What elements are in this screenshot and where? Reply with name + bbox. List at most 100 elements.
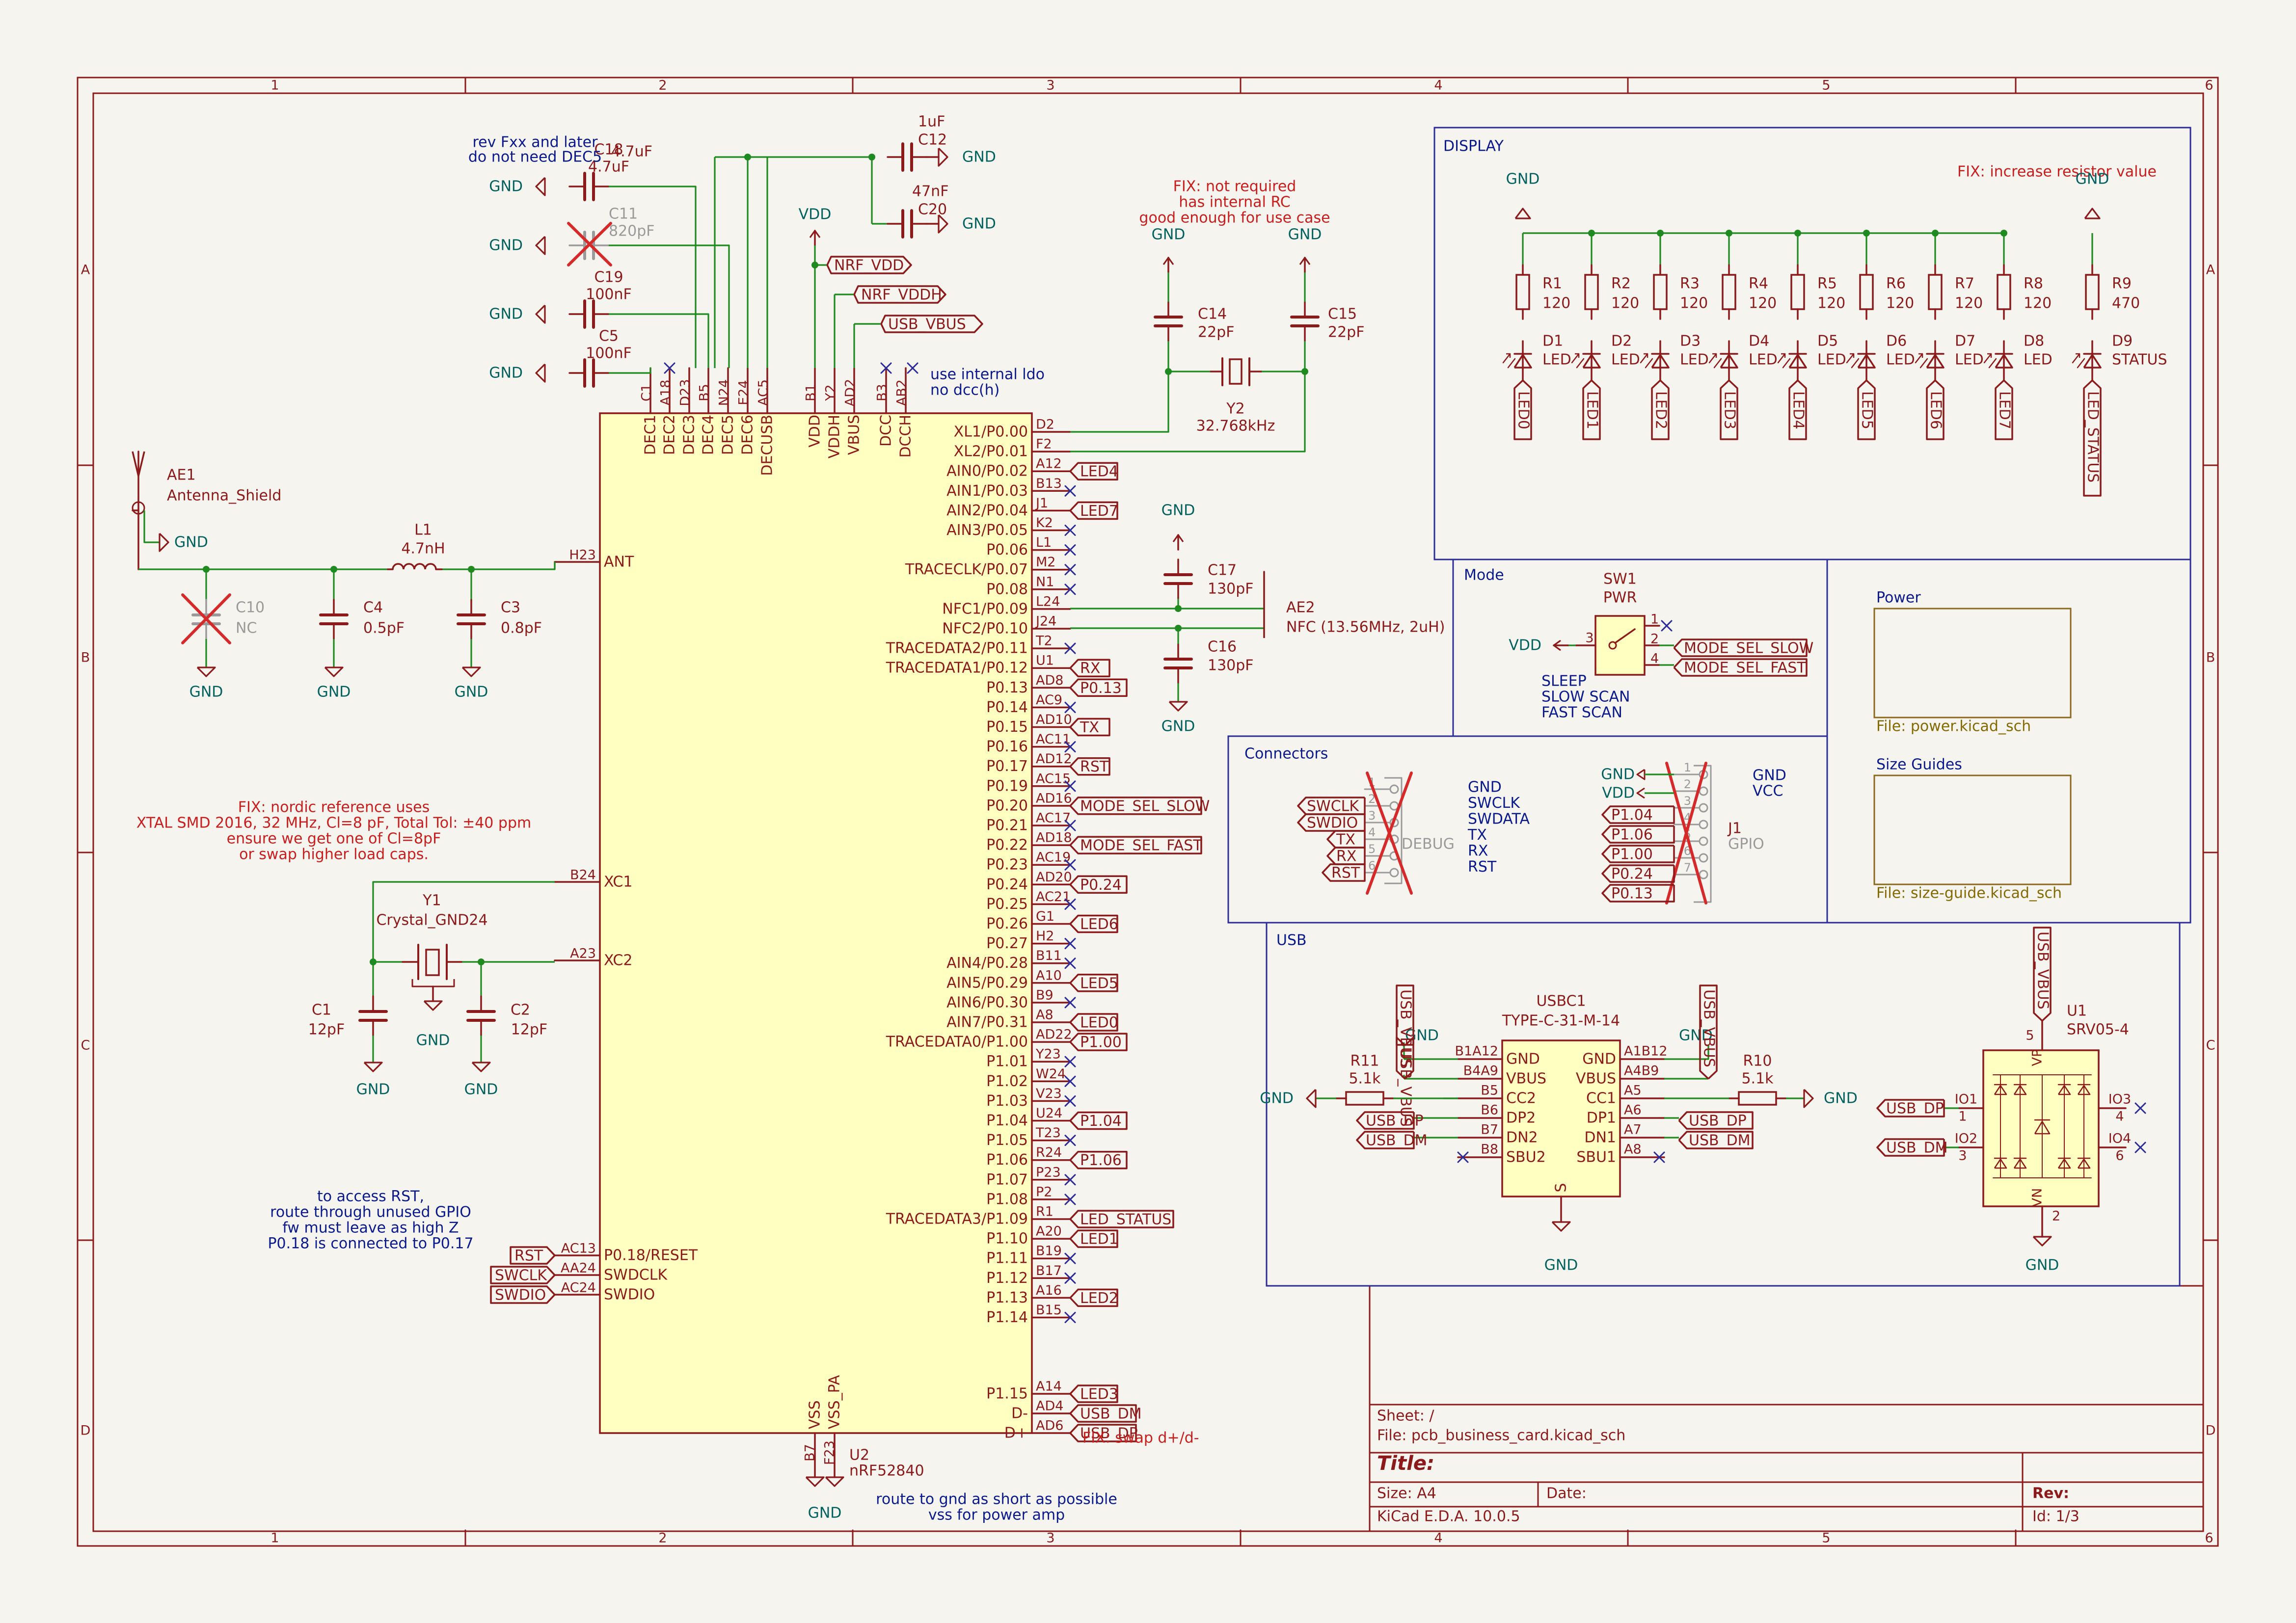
pin-name: P0.16 [986, 738, 1028, 755]
led [1502, 340, 1532, 381]
resistor-ref: R6 [1886, 275, 1906, 293]
gnd-label: GND [416, 1032, 450, 1049]
resistor-value: 5.1k [1741, 1070, 1774, 1088]
pin-name: XC1 [604, 874, 632, 891]
resistor-value: 120 [1886, 295, 1914, 312]
connector-ref: USBC1 [1536, 993, 1586, 1010]
pin-number: AC24 [561, 1280, 596, 1296]
cap-ref: C4 [363, 599, 383, 616]
pin-name: P0.20 [986, 797, 1028, 814]
net-label-text: LED3 [1721, 391, 1738, 429]
net-label-text: USB_VBUS [888, 316, 966, 333]
mode-section: Mode3124SW1PWRMODE_SEL_SLOWMODE_SEL_FAST… [1452, 559, 1828, 737]
gnd-symbol: GND [1506, 171, 1540, 219]
gnd-symbol: GND [489, 304, 546, 324]
pin-name: TRACEDATA3/P1.09 [886, 1211, 1028, 1228]
antenna-ref: AE1 [167, 467, 196, 484]
led [1915, 340, 1945, 381]
column-marker: 1 [270, 1531, 279, 1546]
resistor-ref: R7 [1955, 275, 1974, 293]
gnd-symbol: GND [189, 666, 223, 701]
net-label: USB_DP [1876, 1099, 1945, 1117]
pin-name: AIN2/P0.04 [946, 502, 1028, 519]
row-marker: C [81, 1038, 90, 1053]
pin-name: VDD [807, 415, 824, 448]
net-label-text: LED0 [1515, 391, 1532, 429]
crystal-ref: Y1 [422, 892, 441, 909]
net-label: LED3 [1720, 379, 1738, 440]
rf-cap-c3 [457, 599, 486, 640]
column-marker: 6 [2205, 78, 2213, 93]
net-label-text: P1.00 [1611, 846, 1653, 863]
net-label: USB_DP [1678, 1111, 1754, 1130]
pin-number: B15 [1036, 1303, 1062, 1318]
gnd-symbol [825, 1476, 844, 1487]
pin-name: VBUS [1506, 1070, 1546, 1088]
net-label-text: RX [1080, 660, 1100, 677]
row-marker: B [2206, 650, 2215, 665]
pin-name: DCCH [897, 415, 915, 458]
pin-number: 4 [1368, 825, 1376, 839]
pin-number: A8 [1624, 1142, 1642, 1157]
net-label: LED1 [1069, 1229, 1118, 1248]
antenna-section: AE1Antenna_ShieldGNDL14.7nHC10NCGNDC40.5… [132, 451, 556, 701]
net-label: USB_VBUS [1396, 984, 1414, 1080]
power-label: GND [1152, 226, 1186, 243]
resistor-value: 120 [1817, 295, 1845, 312]
net-label: SWDIO [490, 1285, 556, 1304]
pin-number: A10 [1036, 968, 1062, 983]
led-ref: D6 [1886, 333, 1907, 350]
nfc-cap-c17 [1163, 559, 1193, 600]
header-pin [1699, 870, 1708, 879]
net-label-text: P1.04 [1080, 1113, 1122, 1130]
net-label: RST [1069, 757, 1110, 776]
led-ref: D4 [1749, 333, 1769, 350]
led-value: LED [1749, 351, 1778, 369]
net-label-text: USB_VBUS [1701, 989, 1718, 1067]
crystal-load-cap-c14 [1154, 301, 1183, 342]
pin-number: N1 [1036, 574, 1054, 589]
net-label-text: LED2 [1652, 391, 1670, 429]
pin-number: 2 [1368, 792, 1376, 806]
gnd-symbol [471, 1062, 491, 1072]
net-label: P1.06 [1601, 825, 1675, 844]
net-label: SWCLK [490, 1266, 556, 1284]
net-label-text: USB_DP [1366, 1113, 1424, 1130]
pin-number: L1 [1036, 535, 1052, 550]
gnd-label: GND [189, 684, 223, 701]
inductor-coil [424, 563, 437, 570]
net-label-text: TX [1336, 831, 1355, 849]
inductor-l1 [387, 563, 443, 570]
pin-number: U1 [1036, 653, 1054, 668]
cap-value: 47nF [912, 183, 948, 200]
gnd-symbol [1551, 1221, 1571, 1232]
sheet-name: Power [1876, 589, 1921, 607]
net-label-text: P1.04 [1611, 807, 1653, 824]
led-value: LED [1817, 351, 1846, 369]
pin-number: AC21 [1036, 889, 1071, 905]
net-label-text: LED_STATUS [2084, 391, 2102, 482]
led-value: LED [1886, 351, 1915, 369]
led-ref: D2 [1611, 333, 1632, 350]
pin-name: GND [1582, 1051, 1616, 1068]
pin-name: SWDCLK [604, 1267, 668, 1284]
led [1846, 340, 1876, 381]
net-label-text: LED5 [1080, 975, 1118, 992]
gnd-label: GND [1506, 171, 1540, 188]
nfc-antenna-value: NFC (13.56MHz, 2uH) [1286, 619, 1445, 636]
pin-name: P0.27 [986, 935, 1028, 952]
switch-ref: SW1 [1603, 571, 1637, 588]
led [1640, 340, 1670, 381]
pin-number: A5 [1624, 1083, 1642, 1098]
pin-number: R1 [1036, 1204, 1053, 1220]
net-label-text: P0.24 [1611, 866, 1653, 883]
net-label-text: P0.13 [1080, 680, 1122, 697]
pin-number: F23 [822, 1440, 837, 1465]
pin-name: P1.04 [986, 1112, 1028, 1129]
gpio-pin-name: VCC [1753, 783, 1783, 800]
sheet-size: Size: A4 [1377, 1485, 1436, 1502]
pin-name: DEC1 [642, 415, 659, 455]
row-marker: D [81, 1423, 91, 1438]
